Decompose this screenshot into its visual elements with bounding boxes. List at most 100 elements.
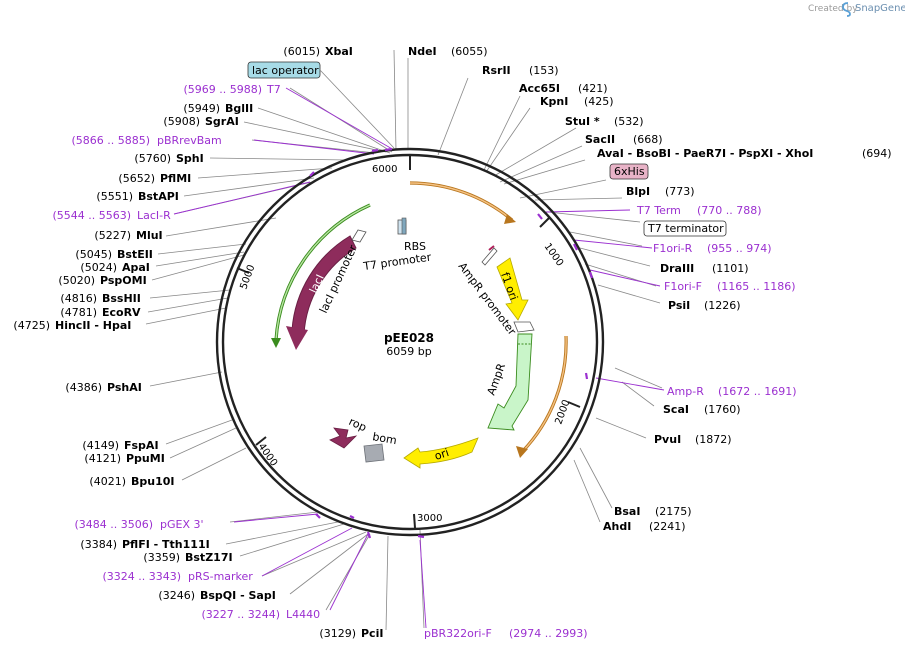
t7-promoter-label: T7 promoter: [362, 251, 433, 274]
plasmid-name: pEE028: [384, 331, 434, 345]
ruler-ticks: [236, 155, 581, 529]
site-sphi-pos: (5760): [134, 152, 171, 165]
site-bsshii-name[interactable]: BssHII: [102, 292, 141, 305]
site-bsai-name[interactable]: BsaI: [614, 505, 640, 518]
site-pflmi-pos: (5652): [118, 172, 155, 185]
rop-label: rop: [347, 415, 369, 434]
site-pvui-name[interactable]: PvuI: [654, 433, 681, 446]
site-sphi-name[interactable]: SphI: [176, 152, 204, 165]
primer-amp-r-pos: (1672 .. 1691): [718, 385, 797, 398]
bom-label: bom: [371, 430, 397, 447]
rbs-label: RBS: [404, 240, 426, 253]
site-pflfi-pos: (3384): [80, 538, 117, 551]
site-acc65i-pos: (421): [578, 82, 608, 95]
laci-arrowhead: [286, 326, 308, 350]
site-ndei-pos: (6055): [451, 45, 488, 58]
left-labels: (6015) XbaI (5969 .. 5988) T7 (5949) Bgl…: [13, 45, 383, 640]
site-sacii-name[interactable]: SacII: [585, 133, 615, 146]
primer-t7term-pos: (770 .. 788): [697, 204, 762, 217]
primer-laci-r-pos: (5544 .. 5563): [52, 209, 131, 222]
ruler-label-1000: 1000: [542, 241, 566, 268]
primer-f1ori-r-name[interactable]: F1ori-R: [653, 242, 693, 255]
site-bglii-name[interactable]: BglII: [225, 102, 253, 115]
site-pshai-name[interactable]: PshAI: [107, 381, 142, 394]
site-kpni-name[interactable]: KpnI: [540, 95, 568, 108]
primer-f1ori-r-pos: (955 .. 974): [707, 242, 772, 255]
site-scai-name[interactable]: ScaI: [663, 403, 689, 416]
primer-t7-name[interactable]: T7: [266, 83, 281, 96]
site-blpi-name[interactable]: BlpI: [626, 185, 650, 198]
site-pflfi-name[interactable]: PflFI - Tth111I: [122, 538, 210, 551]
site-xhoi-group-name[interactable]: AvaI - BsoBI - PaeR7I - PspXI - XhoI: [597, 147, 813, 160]
primer-l4440-name[interactable]: L4440: [286, 608, 320, 621]
site-pspomi-pos: (5020): [58, 274, 95, 287]
site-ppumi-pos: (4121): [84, 452, 121, 465]
site-bsteii-name[interactable]: BstEII: [117, 248, 153, 261]
site-pshai-pos: (4386): [65, 381, 102, 394]
primer-t7term-name[interactable]: T7 Term: [636, 204, 681, 217]
site-xbai-name[interactable]: XbaI: [325, 45, 353, 58]
site-stui-name[interactable]: StuI *: [565, 115, 600, 128]
ruler-label-2000: 2000: [553, 398, 572, 426]
site-ahdi-name[interactable]: AhdI: [603, 520, 631, 533]
site-hincii-hpai-pos: (4725): [13, 319, 50, 332]
site-bstz17i-name[interactable]: BstZ17I: [185, 551, 233, 564]
laci-promoter-arrow: [351, 229, 367, 243]
site-stui-pos: (532): [614, 115, 644, 128]
site-sacii-pos: (668): [633, 133, 663, 146]
site-sapi-name[interactable]: BspQI - SapI: [200, 589, 276, 602]
his6-label: 6xHis: [614, 165, 645, 178]
site-pcii-pos: (3129): [319, 627, 356, 640]
site-ahdi-pos: (2241): [649, 520, 686, 533]
site-psii-pos: (1226): [704, 299, 741, 312]
primer-pbrrevbam-pos: (5866 .. 5885): [71, 134, 150, 147]
site-ndei-name[interactable]: NdeI: [408, 45, 437, 58]
t7-terminator-label: T7 terminator: [647, 222, 724, 235]
primer-t7-pos: (5969 .. 5988): [183, 83, 262, 96]
site-draiii-name[interactable]: DraIII: [660, 262, 694, 275]
primer-pgex3-pos: (3484 .. 3506): [74, 518, 153, 531]
site-xbai-pos: (6015): [283, 45, 320, 58]
site-ecorv-name[interactable]: EcoRV: [102, 306, 141, 319]
site-sgrai-pos: (5908): [163, 115, 200, 128]
site-xhoi-group-pos: (694): [862, 147, 892, 160]
primer-f1ori-f-pos: (1165 .. 1186): [717, 280, 796, 293]
site-bpu10i-name[interactable]: Bpu10I: [131, 475, 175, 488]
site-scai-pos: (1760): [704, 403, 741, 416]
site-psii-name[interactable]: PsiI: [668, 299, 690, 312]
site-blpi-pos: (773): [665, 185, 695, 198]
ruler-label-5000: 5000: [238, 263, 257, 291]
primer-leader-lines: [173, 87, 665, 629]
ruler-label-4000: 4000: [256, 441, 280, 468]
primer-pbrrevbam-name[interactable]: pBRrevBam: [157, 134, 222, 147]
primer-pbr322ori-f-name[interactable]: pBR322ori-F: [424, 627, 492, 640]
site-bstapi-name[interactable]: BstAPI: [138, 190, 179, 203]
primer-laci-r-name[interactable]: LacI-R: [137, 209, 171, 222]
primer-f1ori-f-name[interactable]: F1ori-F: [664, 280, 702, 293]
primer-prs-marker-name[interactable]: pRS-marker: [188, 570, 253, 583]
site-ppumi-name[interactable]: PpuMI: [126, 452, 165, 465]
site-pcii-name[interactable]: PciI: [361, 627, 383, 640]
feature-arc-top-right: [409, 181, 514, 222]
site-rsrii-name[interactable]: RsrII: [482, 64, 511, 77]
ampr-promoter-box: [513, 321, 535, 333]
site-hincii-hpai-name[interactable]: HincII - HpaI: [55, 319, 131, 332]
primer-amp-r-name[interactable]: Amp-R: [667, 385, 704, 398]
ori-label: ori: [433, 446, 451, 463]
site-draiii-pos: (1101): [712, 262, 749, 275]
site-acc65i-name[interactable]: Acc65I: [519, 82, 560, 95]
site-apai-name[interactable]: ApaI: [122, 261, 150, 274]
site-mlui-name[interactable]: MluI: [136, 229, 163, 242]
site-bglii-pos: (5949): [183, 102, 220, 115]
site-fspai-name[interactable]: FspAI: [124, 439, 159, 452]
lac-operator-label: lac operator: [252, 64, 319, 77]
site-pflmi-name[interactable]: PflMI: [160, 172, 191, 185]
site-pspomi-name[interactable]: PspOMI: [100, 274, 147, 287]
bom-box: [363, 443, 385, 463]
site-rsrii-pos: (153): [529, 64, 559, 77]
site-sgrai-name[interactable]: SgrAI: [205, 115, 239, 128]
primer-pgex3-name[interactable]: pGEX 3': [160, 518, 204, 531]
site-kpni-pos: (425): [584, 95, 614, 108]
arc-arrowhead-right: [516, 446, 528, 458]
primer-l4440-pos: (3227 .. 3244): [201, 608, 280, 621]
